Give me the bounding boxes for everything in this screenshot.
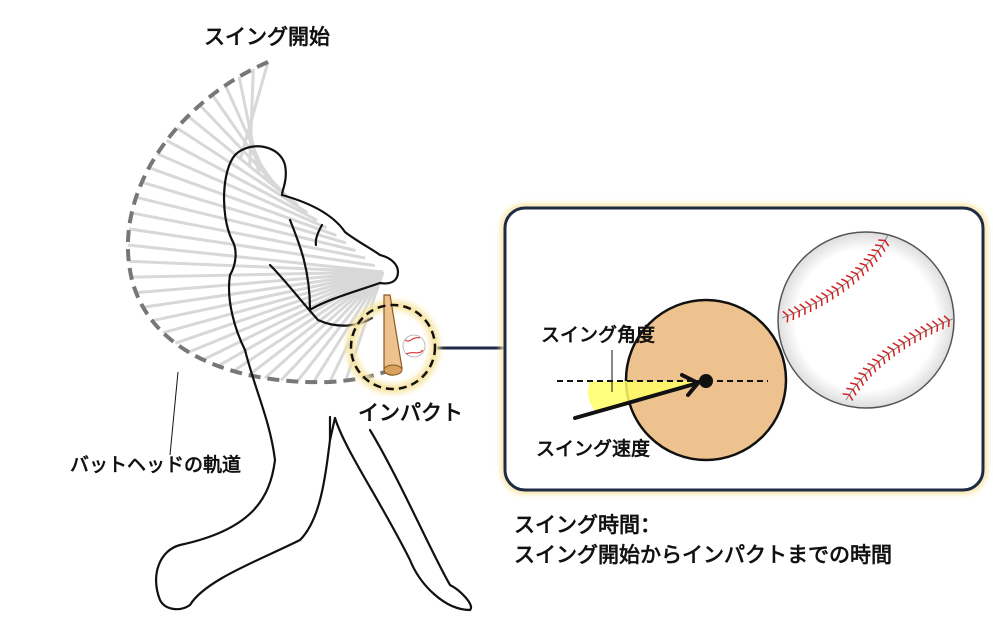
seam-stitch [931, 320, 939, 332]
seam-stitch [854, 377, 865, 386]
seam-stitch [925, 323, 933, 335]
swing-trace-line [176, 126, 309, 215]
seam-stitch [892, 342, 901, 353]
seam-stitch [874, 244, 886, 252]
seam-stitch [845, 274, 855, 285]
seam-stitch [804, 300, 812, 313]
impact-bat [383, 294, 403, 376]
swing-trace-line [128, 227, 376, 268]
seam-stitch [887, 345, 896, 357]
swing-trace-line [165, 139, 318, 222]
baseball-icon [777, 231, 956, 409]
seam-stitch [850, 270, 860, 281]
swing-speed-label: スイング速度 [536, 438, 651, 460]
swing-trace-line [279, 270, 385, 382]
seam-stitch [831, 285, 840, 297]
swing-angle-label: スイング角度 [541, 324, 656, 346]
trajectory-leader-line [169, 371, 179, 456]
swing-trace-line [202, 270, 384, 362]
seam-stitch [908, 331, 916, 344]
seam-stitch [871, 249, 882, 258]
swing-trace-line [188, 270, 384, 354]
swing-velocity-arrow [573, 373, 702, 420]
seam-stitch [878, 239, 890, 247]
seam-stitch [897, 338, 906, 350]
seam-stitch [850, 382, 861, 391]
seam-stitch [867, 253, 878, 263]
small-baseball-icon [402, 334, 426, 358]
seam-stitch [876, 354, 886, 365]
seam-stitch [903, 335, 911, 347]
caption-definition: スイング開始からインパクトまでの時間 [514, 543, 892, 567]
seam-stitch [862, 367, 873, 377]
seam-stitch [787, 308, 795, 321]
swing-trace-line [198, 104, 290, 199]
swing-trace-line [135, 195, 356, 252]
impact-label: インパクト [358, 401, 463, 425]
swing-trace-line [174, 270, 384, 345]
seam-stitch [937, 317, 945, 330]
seam-stitch [846, 387, 857, 396]
swing-trace-line [312, 271, 385, 383]
swing-trace-line [128, 259, 384, 274]
seam-stitch [836, 282, 845, 293]
seam-stitch [881, 349, 891, 361]
seam-stitch [867, 362, 877, 373]
swing-trace-line [156, 152, 328, 230]
swing-trace-lines [127, 61, 385, 383]
seam-stitch [855, 266, 865, 277]
seam-stitch [820, 292, 829, 303]
seam-stitch [782, 310, 789, 323]
swing-trace-line [131, 211, 366, 260]
seam-stitch [815, 295, 823, 307]
swing-trace-line [162, 270, 384, 335]
seam-stitch [810, 298, 818, 310]
seam-stitch [872, 358, 881, 369]
impact-highlight-circle [349, 303, 437, 391]
swing-trace-line [187, 115, 299, 207]
bat-head-trajectory [125, 60, 386, 385]
swing-start-label: スイング開始 [204, 25, 330, 49]
seam-stitch [858, 372, 868, 382]
seam-stitch [863, 258, 874, 268]
caption-title: スイング時間： [514, 513, 661, 537]
bat-center-dot [699, 374, 713, 388]
bat-head-path-label: バットヘッドの軌道 [70, 454, 242, 476]
swing-trace-line [131, 270, 384, 279]
seam-stitch [799, 303, 806, 315]
seam-stitch [842, 393, 854, 401]
swing-trace-line [148, 166, 337, 237]
seam-stitch [943, 315, 950, 328]
swing-trace-line [151, 270, 384, 323]
seam-stitch [859, 262, 869, 272]
swing-trace-line [142, 270, 384, 309]
swing-trace-line [232, 270, 384, 373]
swing-trace-line [296, 271, 385, 383]
swing-trace-line [135, 270, 384, 295]
swing-trace-line [141, 180, 347, 245]
seam-stitch [920, 325, 927, 338]
swing-trace-line [127, 243, 384, 274]
seam-stitch [841, 278, 850, 289]
seam-stitch [793, 306, 801, 318]
seam-stitch [914, 328, 922, 341]
seam-stitch [826, 288, 834, 300]
